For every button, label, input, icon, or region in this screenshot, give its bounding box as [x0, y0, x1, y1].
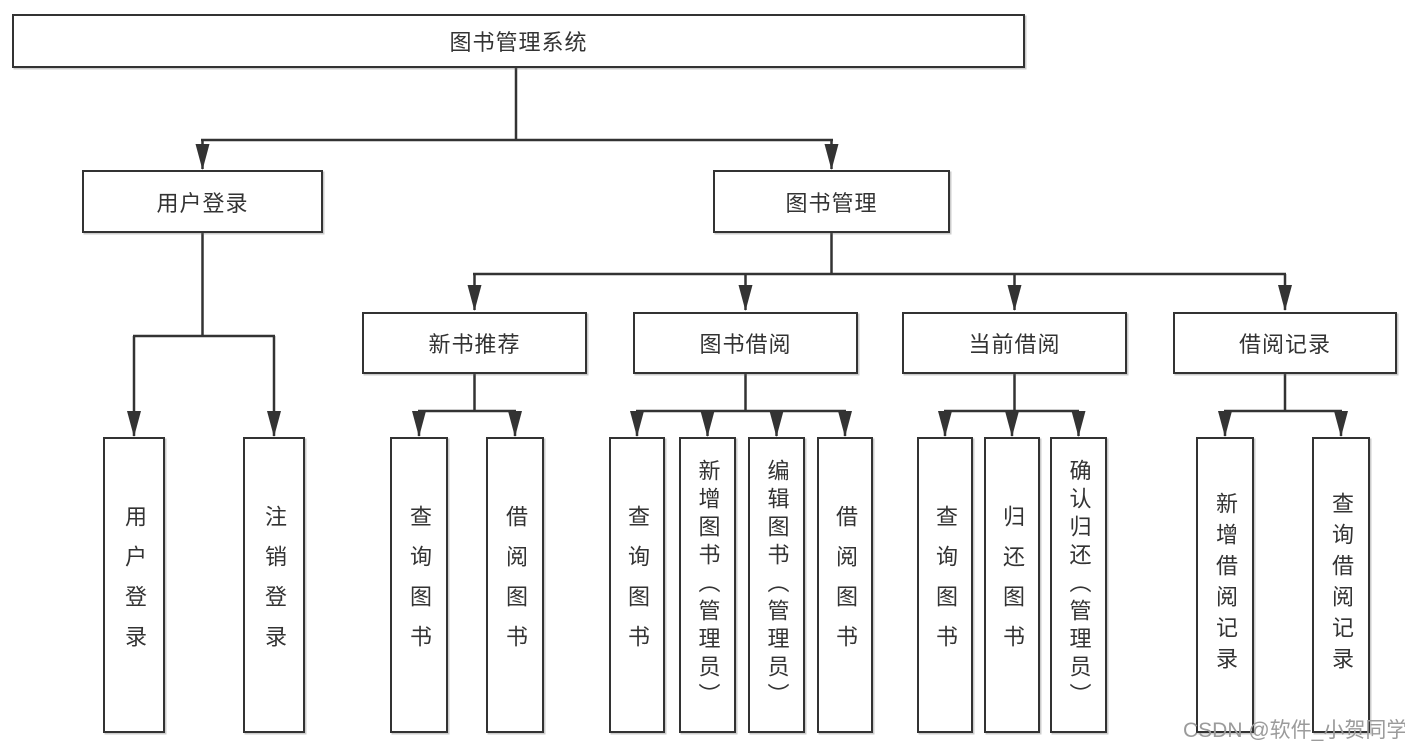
leaf-rec-query-books: 查询图书	[390, 437, 448, 733]
leaf-cb-return-books: 归还图书	[984, 437, 1040, 733]
node-borrowing-records: 借阅记录	[1173, 312, 1397, 374]
csdn-watermark: CSDN @软件_小贺同学	[1183, 719, 1405, 742]
node-user-login: 用户登录	[82, 170, 323, 233]
leaf-cb-query-books: 查询图书	[917, 437, 973, 733]
leaf-logout: 注销登录	[243, 437, 305, 733]
leaf-rec-borrow-books: 借阅图书	[486, 437, 544, 733]
leaf-user-login: 用户登录	[103, 437, 165, 733]
leaf-bb-add-books-admin: 新增图书（管理员）	[679, 437, 736, 733]
leaf-bb-borrow-books: 借阅图书	[817, 437, 873, 733]
node-new-book-recommendation: 新书推荐	[362, 312, 587, 374]
node-current-borrowing: 当前借阅	[902, 312, 1127, 374]
node-library-management-system: 图书管理系统	[12, 14, 1025, 68]
node-book-borrowing: 图书借阅	[633, 312, 858, 374]
leaf-bb-edit-books-admin: 编辑图书（管理员）	[748, 437, 805, 733]
node-book-management: 图书管理	[713, 170, 950, 233]
leaf-bb-query-books: 查询图书	[609, 437, 665, 733]
leaf-br-add-record: 新增借阅记录	[1196, 437, 1254, 733]
leaf-cb-confirm-return-admin: 确认归还（管理员）	[1050, 437, 1107, 733]
leaf-br-query-record: 查询借阅记录	[1312, 437, 1370, 733]
